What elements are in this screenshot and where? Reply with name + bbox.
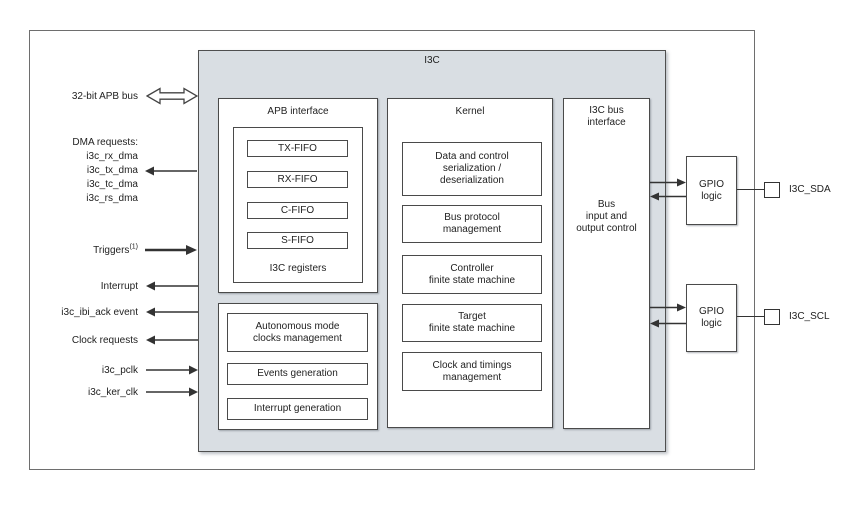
sda-in-arrow-left-icon [650, 192, 686, 201]
bus-protocol-box: Bus protocol management [402, 205, 542, 243]
scl-pin-label: I3C_SCL [789, 311, 830, 322]
sda-pad [764, 182, 780, 198]
gpio-logic-sda-box: GPIO logic [686, 156, 737, 225]
dma-requests-header: DMA requests: [72, 137, 138, 148]
controller-fsm-box: Controller finite state machine [402, 255, 542, 294]
c-fifo-box: C-FIFO [247, 202, 348, 219]
scl-pad-connector [737, 316, 764, 317]
clock-requests-arrow-left-icon [146, 335, 198, 345]
dma-signal: i3c_tx_dma [86, 165, 138, 176]
sda-pad-connector [737, 189, 764, 190]
events-generation-box: Events generation [227, 363, 368, 385]
gpio-logic-scl-box: GPIO logic [686, 284, 737, 352]
kernel-title: Kernel [455, 106, 485, 117]
interrupt-label: Interrupt [100, 281, 138, 292]
i3c-title: I3C [424, 55, 440, 66]
rx-fifo-box: RX-FIFO [247, 171, 348, 188]
bus-io-control-label: Bus input and output control [576, 199, 637, 234]
target-fsm-box: Target finite state machine [402, 304, 542, 342]
autonomous-clocks-box: Autonomous mode clocks management [227, 313, 368, 352]
interrupt-generation-box: Interrupt generation [227, 398, 368, 420]
pclk-arrow-right-icon [146, 365, 198, 375]
sda-pin-label: I3C_SDA [789, 184, 831, 195]
triggers-label: Triggers(1) [35, 244, 138, 258]
i3c-registers-label: I3C registers [269, 263, 327, 274]
s-fifo-box: S-FIFO [247, 232, 348, 249]
apb-bus-double-arrow-icon [146, 86, 198, 106]
ibi-ack-event-label: i3c_ibi_ack event [61, 307, 138, 318]
scl-pad [764, 309, 780, 325]
clock-timings-box: Clock and timings management [402, 352, 542, 391]
scl-in-arrow-left-icon [650, 319, 686, 328]
dma-signal: i3c_rs_dma [86, 193, 138, 204]
dma-signal: i3c_rx_dma [86, 151, 138, 162]
pclk-label: i3c_pclk [101, 365, 138, 376]
dma-signal: i3c_tc_dma [86, 179, 138, 190]
dma-arrow-left-icon [145, 166, 197, 176]
interrupt-arrow-left-icon [146, 281, 198, 291]
i3c-bus-interface-box [563, 98, 650, 429]
apb-bus-label: 32-bit APB bus [71, 91, 138, 102]
triggers-arrow-right-icon [145, 245, 197, 255]
ibi-ack-arrow-left-icon [146, 307, 198, 317]
triggers-footnote: (1) [129, 243, 138, 251]
clock-requests-label: Clock requests [71, 335, 138, 346]
ker-clk-label: i3c_ker_clk [87, 387, 138, 398]
serialization-box: Data and control serialization / deseria… [402, 142, 542, 196]
tx-fifo-box: TX-FIFO [247, 140, 348, 157]
scl-out-arrow-right-icon [650, 303, 686, 312]
triggers-text: Triggers [93, 245, 130, 256]
dma-requests-list: DMA requests: i3c_rx_dma i3c_tx_dma i3c_… [35, 136, 138, 206]
ker-clk-arrow-right-icon [146, 387, 198, 397]
apb-interface-title: APB interface [267, 106, 329, 117]
sda-out-arrow-right-icon [650, 178, 686, 187]
i3c-bus-interface-title: I3C bus interface [587, 105, 626, 128]
